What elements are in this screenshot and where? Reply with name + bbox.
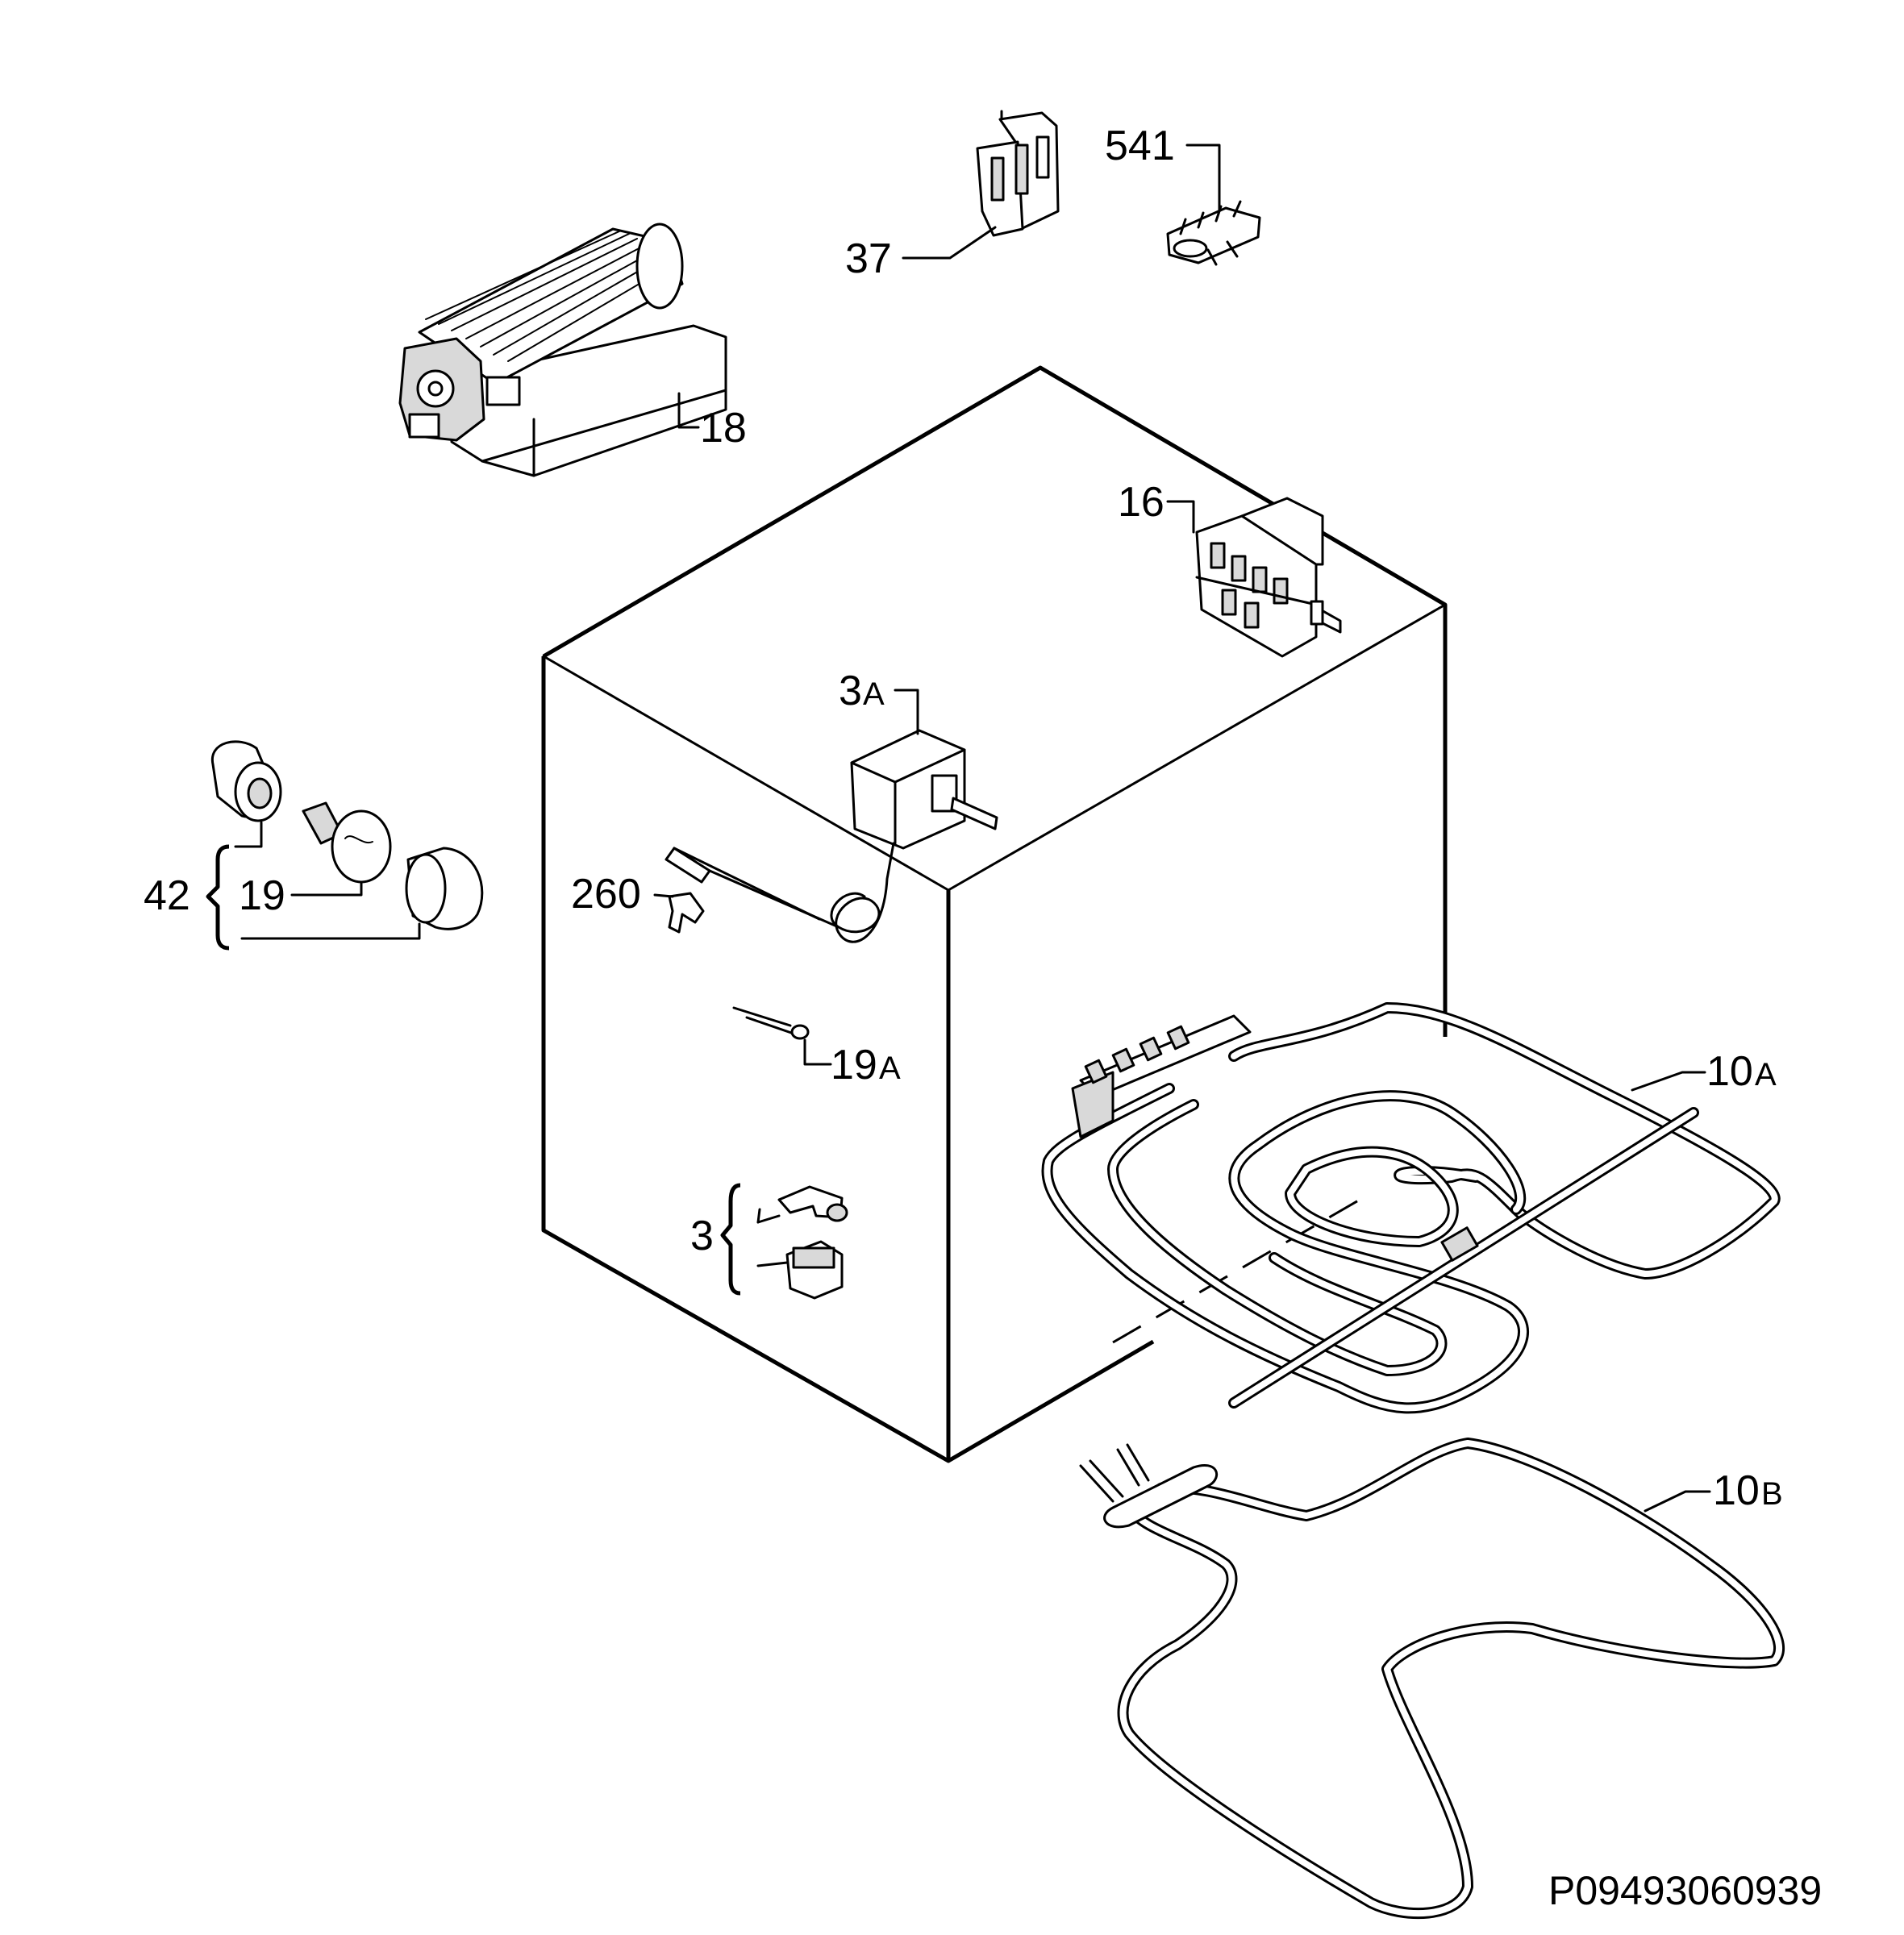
lamp-cover-part-42 bbox=[405, 847, 484, 930]
leader-42-cover bbox=[240, 922, 421, 940]
callout-10A-suffix: A bbox=[1755, 1057, 1777, 1092]
drawing-code: P09493060939 bbox=[1548, 1868, 1822, 1913]
leader-260 bbox=[653, 893, 674, 898]
lead-part-19A bbox=[732, 1006, 810, 1040]
terminal-block-part-541 bbox=[1166, 200, 1261, 266]
lamp-bulb-part-19 bbox=[302, 801, 392, 884]
leader-541 bbox=[1185, 144, 1221, 211]
tangential-fan-part-18 bbox=[398, 223, 727, 477]
leader-19A bbox=[803, 1038, 832, 1066]
switch-part-37 bbox=[976, 110, 1060, 237]
callout-19A-number: 19 bbox=[831, 1042, 877, 1088]
bracket-3 bbox=[720, 1183, 741, 1296]
callout-42: 42 bbox=[144, 872, 190, 919]
lamp-holder-part-42 bbox=[210, 740, 282, 822]
leader-16 bbox=[1166, 500, 1195, 534]
callout-10A-number: 10 bbox=[1706, 1048, 1753, 1095]
leader-10B bbox=[1644, 1490, 1711, 1513]
callout-10B-number: 10 bbox=[1713, 1467, 1760, 1514]
oven-cabinet-outline bbox=[541, 365, 1448, 1463]
callout-19A-suffix: A bbox=[879, 1051, 901, 1086]
callout-260: 260 bbox=[571, 871, 641, 918]
callout-541: 541 bbox=[1105, 123, 1175, 169]
bracket-42 bbox=[206, 844, 230, 951]
leader-42-holder bbox=[234, 821, 263, 848]
callout-3A-suffix: A bbox=[863, 676, 885, 712]
leader-18 bbox=[677, 392, 700, 429]
selector-switch-part-16 bbox=[1195, 497, 1342, 658]
leader-37 bbox=[902, 226, 997, 260]
callout-3A-number: 3 bbox=[839, 668, 862, 714]
heating-element-top-part-10A bbox=[1041, 1002, 1781, 1414]
heating-element-bottom-part-10B bbox=[1079, 1438, 1785, 1920]
callout-10B-suffix: B bbox=[1761, 1476, 1783, 1512]
thermal-fuse-part-3 bbox=[756, 1185, 848, 1300]
callout-37: 37 bbox=[845, 235, 892, 282]
leader-10A bbox=[1631, 1071, 1706, 1092]
callout-3: 3 bbox=[690, 1213, 714, 1259]
thermostat-part-3A bbox=[665, 729, 998, 943]
callout-19: 19 bbox=[239, 872, 285, 919]
callout-18: 18 bbox=[700, 405, 747, 452]
callout-16: 16 bbox=[1118, 479, 1164, 526]
clip-part-260 bbox=[668, 892, 705, 934]
leader-19 bbox=[290, 880, 363, 897]
leader-3A bbox=[894, 689, 919, 735]
